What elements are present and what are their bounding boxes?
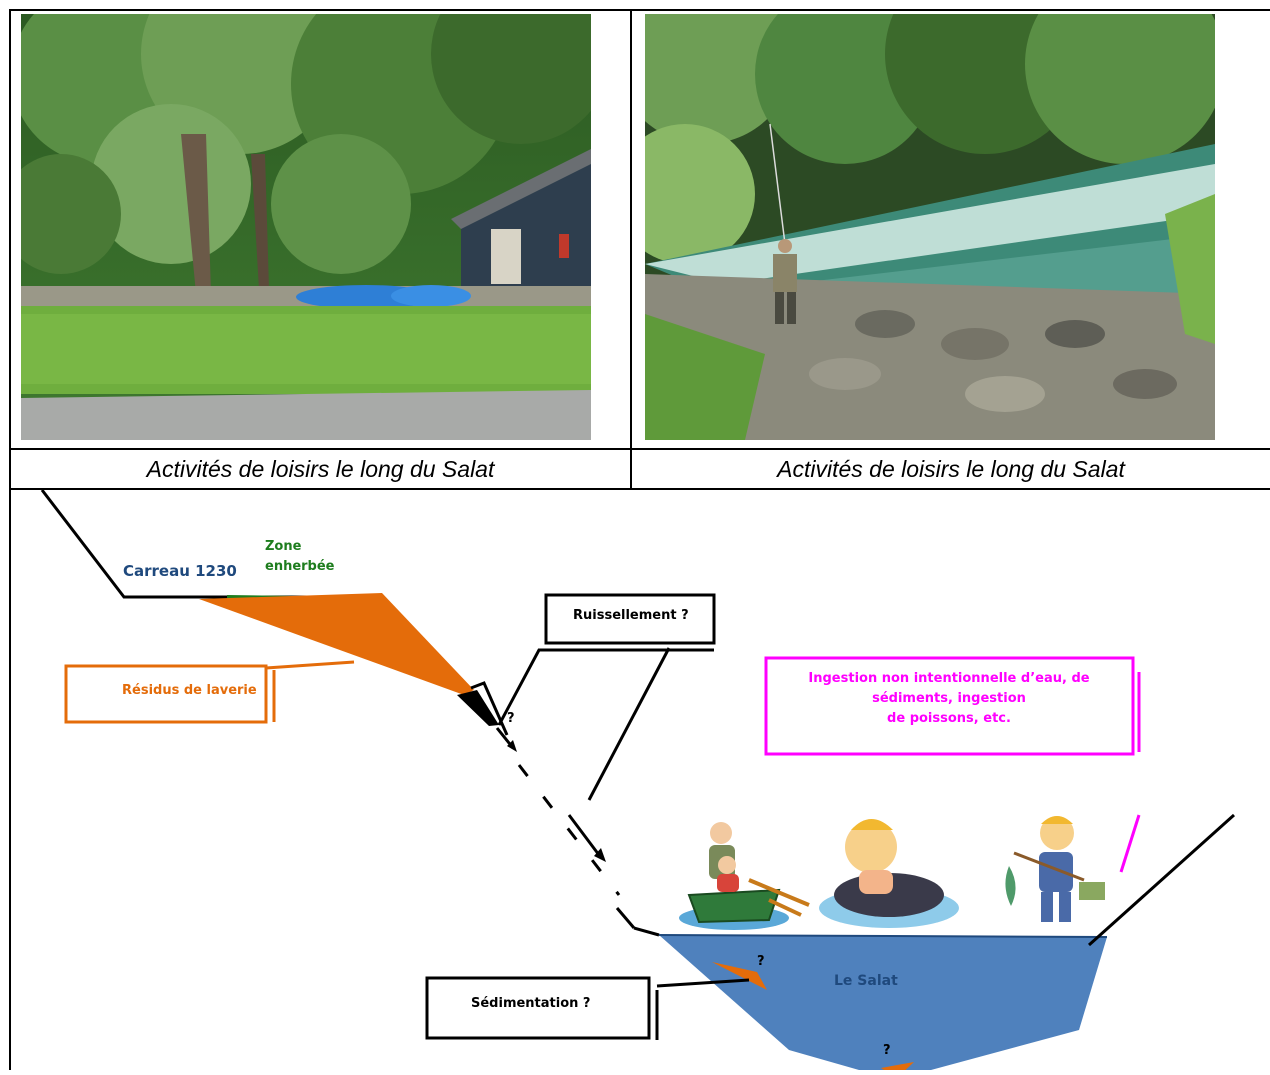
residus-callout [265,660,355,670]
boat-family-icon [679,822,810,930]
zone-label-line2: enherbée [265,559,335,574]
river-salat [659,935,1107,1075]
table-border-row1 [9,448,1270,450]
terrain-line-right [1087,813,1236,947]
caption-right: Activités de loisirs le long du Salat [777,456,1125,482]
ingestion-line3: de poissons, etc. [887,711,1011,726]
question-mark-sediment: ? [757,954,765,969]
slope-black-piece [457,690,499,726]
residus-label: Résidus de laverie [122,683,257,698]
dashed-slope [517,764,621,896]
residus-box [64,664,268,724]
photo-riverside-campsite [21,14,591,440]
river-label: Le Salat [834,973,898,989]
child-swim-ring-icon [819,819,959,928]
slope-to-river [615,907,636,929]
question-mark-runoff: ? [507,711,515,726]
sedimentation-callout [656,978,750,988]
ingestion-line2: sédiments, ingestion [872,691,1026,706]
sediment-wedge-left [712,962,767,990]
sedimentation-label: Sédimentation ? [471,996,590,1011]
zone-label-line1: Zone [265,539,302,554]
sedimentation-box [425,976,651,1040]
table-border-left [9,9,11,1070]
table-border-middle [630,9,632,489]
photo-fly-fisherman-river [645,14,1215,440]
tailings-wedge [199,593,474,695]
ruissellement-box [544,593,716,645]
caption-left: Activités de loisirs le long du Salat [146,456,495,482]
cross-section-diagram: Carreau 1230 Zone enherbée Résidus de la… [9,489,1270,1075]
ruissellement-callout [497,648,714,726]
table-border-row2 [9,488,1270,490]
carreau-label: Carreau 1230 [123,562,237,580]
child-fishing-icon [1005,816,1105,922]
slope-white-outline [470,681,509,736]
ingestion-box [764,656,1135,756]
ruissellement-label: Ruissellement ? [573,608,689,623]
terrain-line-left [40,489,384,599]
question-mark-bottom: ? [883,1043,891,1058]
ingestion-line1: Ingestion non intentionnelle d’eau, de [808,671,1089,686]
ingestion-callout [1119,814,1141,873]
table-border-top [9,9,1270,11]
